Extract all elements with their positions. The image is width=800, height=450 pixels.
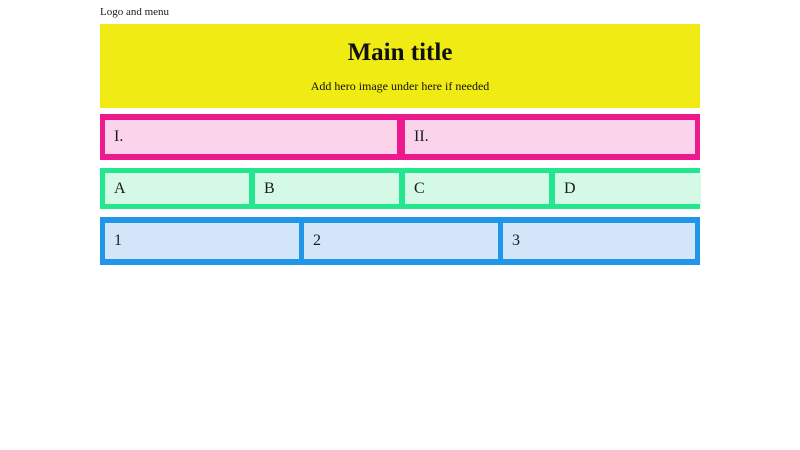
green-band: A B C D <box>100 168 701 209</box>
green-panel-c-label: C <box>414 179 425 197</box>
hero-subtitle: Add hero image under here if needed <box>310 79 490 94</box>
green-panel-a[interactable]: A <box>105 173 249 204</box>
green-panel-b[interactable]: B <box>255 173 399 204</box>
pink-panel-1-label: I. <box>114 128 124 145</box>
blue-panel-2-label: 2 <box>313 232 321 249</box>
page-title: Main title <box>347 38 453 66</box>
blue-band: 1 2 3 <box>100 217 700 265</box>
green-panel-d[interactable]: D <box>555 173 701 204</box>
blue-panel-3-label: 3 <box>512 232 520 249</box>
green-panel-b-label: B <box>264 179 275 197</box>
logo-and-menu-label: Logo and menu <box>100 5 170 18</box>
pink-band: I. II. <box>100 114 700 160</box>
green-panel-c[interactable]: C <box>405 173 549 204</box>
blue-panel-1-label: 1 <box>114 232 122 249</box>
green-panel-a-label: A <box>114 179 126 197</box>
blue-panel-3[interactable]: 3 <box>503 223 695 259</box>
site-header: Logo and menu <box>100 0 700 24</box>
green-panel-d-label: D <box>564 179 576 197</box>
pink-panel-2-label: II. <box>414 128 429 145</box>
pink-panel-2[interactable]: II. <box>405 120 695 154</box>
blue-panel-2[interactable]: 2 <box>304 223 498 259</box>
pink-panel-1[interactable]: I. <box>105 120 397 154</box>
hero-section: Main title Add hero image under here if … <box>100 24 700 108</box>
blue-panel-1[interactable]: 1 <box>105 223 299 259</box>
